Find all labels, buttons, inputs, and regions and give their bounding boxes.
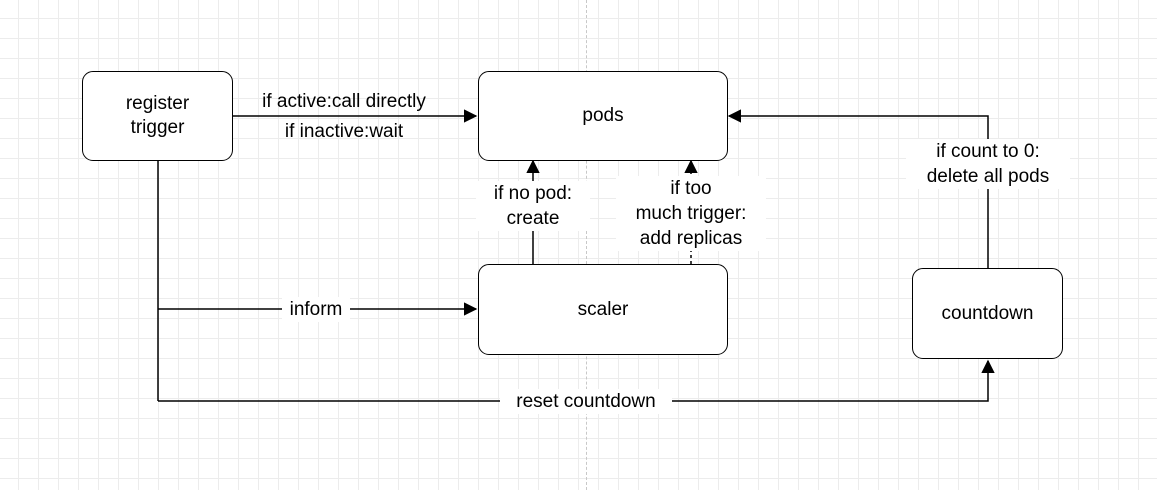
node-register-trigger[interactable]: register trigger (82, 71, 233, 161)
label-delete-all-pods: if count to 0: delete all pods (906, 139, 1070, 189)
label-if-active-call-directly: if active:call directly (262, 91, 426, 112)
label-add-replicas: if too much trigger: add replicas (616, 176, 766, 251)
label-inform: inform (282, 297, 350, 322)
label-if-no-pod-create: if no pod: create (476, 181, 590, 231)
edge-countdown-to-pods[interactable] (727, 109, 989, 268)
node-pods[interactable]: pods (478, 71, 728, 161)
label-reset-countdown: reset countdown (500, 389, 672, 414)
label-if-inactive-wait: if inactive:wait (284, 121, 404, 142)
center-guide-line (586, 0, 587, 490)
edge-register-to-countdown[interactable] (158, 359, 995, 402)
node-scaler[interactable]: scaler (478, 264, 728, 355)
node-countdown[interactable]: countdown (912, 268, 1063, 359)
